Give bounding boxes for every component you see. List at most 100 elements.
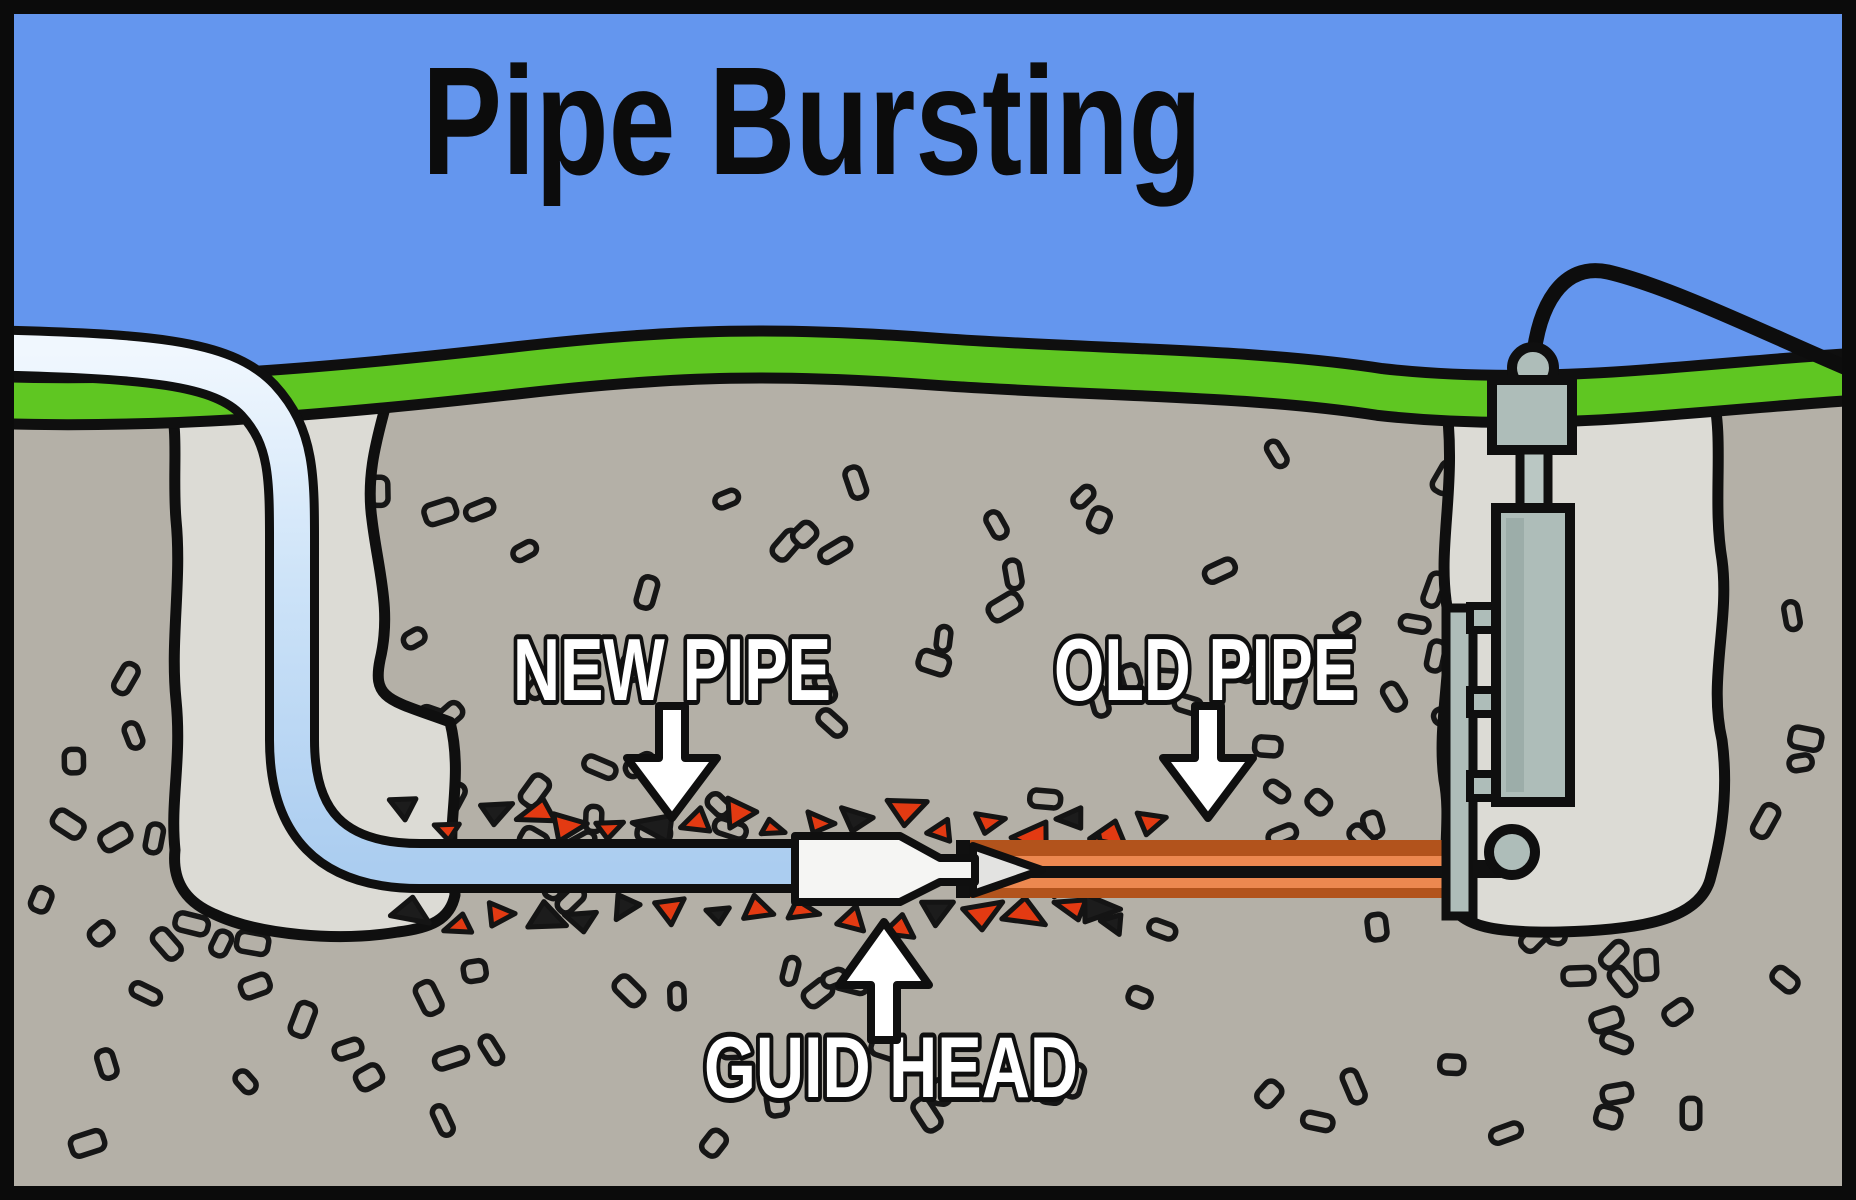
new-pipe bbox=[0, 334, 800, 884]
pebble bbox=[1597, 938, 1630, 971]
pebble bbox=[1437, 1053, 1467, 1077]
pebble bbox=[67, 1127, 108, 1159]
pebble bbox=[172, 910, 212, 938]
pebble bbox=[1339, 1067, 1368, 1106]
pebble bbox=[142, 821, 167, 856]
pipe-shard bbox=[703, 905, 732, 927]
pebble bbox=[1026, 787, 1064, 811]
pebble bbox=[128, 980, 164, 1007]
pebble bbox=[1061, 1061, 1088, 1100]
soil-pebbles bbox=[27, 438, 1825, 1159]
pebble bbox=[616, 652, 645, 684]
pipe-shard bbox=[741, 892, 777, 921]
pull-rod bbox=[958, 866, 1450, 878]
pebble bbox=[611, 973, 647, 1009]
pulling-machine bbox=[1441, 263, 1856, 921]
guide-head-body bbox=[791, 832, 979, 906]
pipe-shard bbox=[551, 811, 590, 844]
pebble bbox=[524, 666, 558, 702]
pebble bbox=[94, 1047, 120, 1082]
pebble bbox=[352, 1062, 386, 1093]
pebble bbox=[237, 971, 273, 1001]
pebble bbox=[86, 919, 116, 948]
old-pipe-arrow-down bbox=[1159, 702, 1257, 822]
pebble bbox=[1560, 964, 1597, 988]
pebble bbox=[985, 590, 1024, 624]
pebble bbox=[1280, 671, 1309, 710]
pebble bbox=[698, 1127, 730, 1159]
pebble bbox=[1364, 911, 1390, 943]
pebble bbox=[1661, 996, 1694, 1028]
pebble bbox=[1036, 1084, 1065, 1107]
pebble bbox=[1599, 1029, 1635, 1056]
pebble bbox=[429, 1103, 456, 1138]
pebble bbox=[208, 928, 235, 959]
pipe-shard bbox=[478, 801, 516, 828]
pebble bbox=[915, 647, 953, 678]
pipe-shard bbox=[593, 819, 626, 842]
pebble bbox=[1262, 778, 1292, 805]
pebble bbox=[817, 535, 854, 566]
pebble bbox=[412, 978, 445, 1018]
pebble bbox=[1769, 964, 1801, 995]
pebble bbox=[27, 884, 55, 915]
pebble bbox=[1786, 752, 1815, 774]
pebble bbox=[1787, 724, 1825, 754]
pebble bbox=[933, 623, 954, 654]
pebble bbox=[1254, 1078, 1285, 1110]
pebble bbox=[431, 1044, 471, 1072]
guide-head bbox=[791, 832, 1046, 906]
pebble bbox=[1397, 613, 1432, 635]
pebble bbox=[789, 519, 820, 550]
pipe-shard bbox=[386, 796, 419, 823]
pebble bbox=[811, 670, 839, 706]
diagram-title: Pipe Bursting bbox=[422, 35, 1202, 207]
pebble bbox=[1781, 598, 1803, 633]
pebble bbox=[232, 1068, 259, 1096]
pipe-shard bbox=[441, 911, 475, 935]
grass bbox=[0, 336, 1856, 420]
pipe-shard bbox=[919, 899, 956, 929]
pebble bbox=[121, 720, 146, 751]
pebble bbox=[1125, 984, 1154, 1011]
pebble bbox=[717, 1038, 747, 1061]
pebble bbox=[1085, 505, 1113, 535]
pipe-shard bbox=[387, 894, 432, 926]
pipe-shard bbox=[999, 895, 1048, 928]
pebble bbox=[1332, 610, 1362, 638]
pipe-shard bbox=[613, 892, 643, 923]
pebble bbox=[712, 487, 742, 511]
pull-cable bbox=[1525, 263, 1856, 380]
pebble bbox=[633, 574, 661, 611]
pebble bbox=[1070, 483, 1097, 510]
machine-head-box bbox=[1487, 375, 1577, 455]
thrust-plate bbox=[1441, 603, 1478, 921]
pipe-shard bbox=[431, 821, 462, 843]
pebble bbox=[287, 999, 319, 1040]
pipe-shard bbox=[513, 796, 558, 824]
soil bbox=[0, 354, 1856, 1200]
pipe-shard bbox=[678, 805, 713, 834]
pipe-shard bbox=[1134, 810, 1169, 838]
pebble bbox=[666, 980, 688, 1012]
pebble bbox=[1151, 667, 1186, 690]
pipe-shard bbox=[960, 899, 1006, 933]
pebble bbox=[1679, 1095, 1703, 1132]
pebble bbox=[1749, 801, 1782, 841]
new-pipe-arrow-down bbox=[623, 702, 721, 822]
pebble bbox=[779, 954, 802, 988]
pebble bbox=[1146, 917, 1179, 942]
pebble bbox=[1222, 660, 1257, 685]
cylinder-shade bbox=[1506, 518, 1524, 792]
pebble bbox=[1487, 1120, 1525, 1146]
pebble bbox=[331, 1036, 365, 1062]
pebble bbox=[1201, 556, 1239, 586]
pebble bbox=[477, 1033, 506, 1067]
pebble bbox=[1251, 734, 1284, 759]
pebble bbox=[49, 807, 87, 841]
pebble bbox=[97, 821, 134, 854]
pipe-shard bbox=[1082, 891, 1124, 925]
pipe-shard bbox=[758, 816, 788, 837]
pipe-shard bbox=[839, 805, 876, 834]
